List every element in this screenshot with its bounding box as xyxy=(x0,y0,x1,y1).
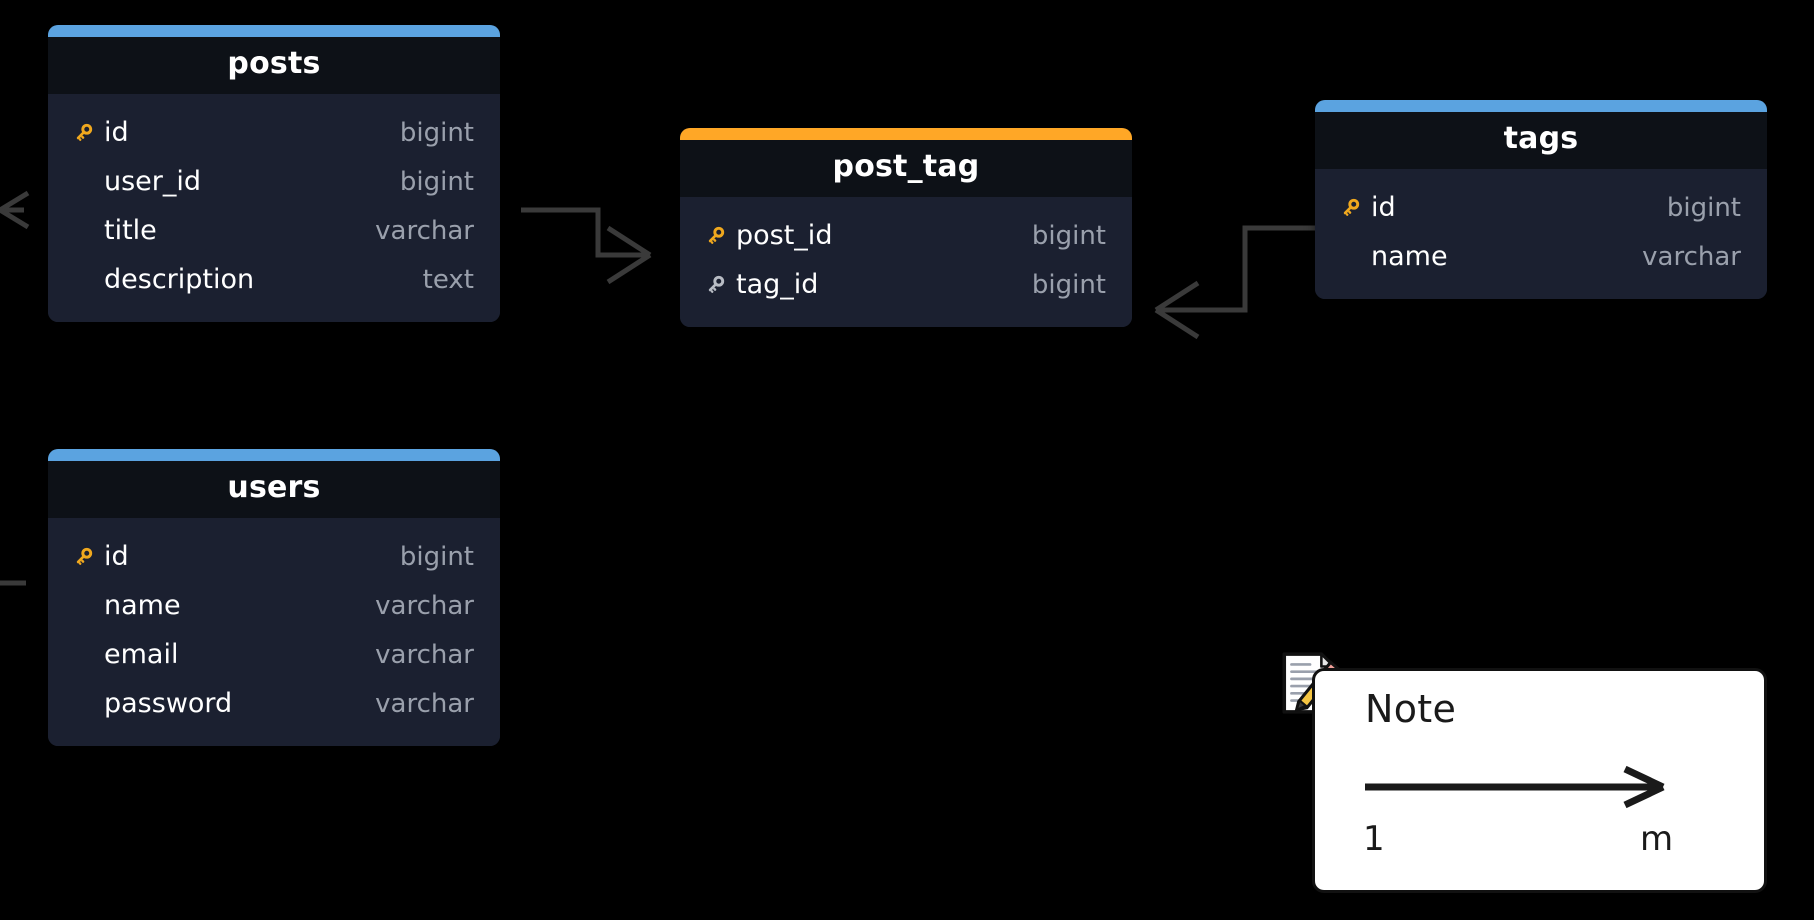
field-type: text xyxy=(422,264,474,295)
field-type: bigint xyxy=(1031,220,1106,251)
field-row[interactable]: id bigint xyxy=(48,532,500,581)
field-name: tag_id xyxy=(736,269,819,300)
relationship-legend-icon xyxy=(1365,765,1665,809)
primary-key-icon xyxy=(72,546,104,568)
field-row[interactable]: post_id bigint xyxy=(680,211,1132,260)
field-name: id xyxy=(104,117,129,148)
field-name: password xyxy=(104,688,233,719)
field-type: bigint xyxy=(1666,192,1741,223)
field-row[interactable]: email varchar xyxy=(48,630,500,679)
field-name: id xyxy=(1371,192,1396,223)
field-row[interactable]: name varchar xyxy=(1315,232,1767,281)
field-name: id xyxy=(104,541,129,572)
foreign-key-icon xyxy=(704,274,736,296)
field-type: varchar xyxy=(375,688,474,719)
note-title: Note xyxy=(1365,687,1457,731)
primary-key-icon xyxy=(72,122,104,144)
field-row[interactable]: password varchar xyxy=(48,679,500,728)
field-row[interactable]: id bigint xyxy=(1315,183,1767,232)
note-cardinality-right: m xyxy=(1640,819,1674,859)
crowfoot-posts-post_tag-a xyxy=(606,225,652,258)
table-card-tags[interactable]: tags id bigint name varchar xyxy=(1315,100,1767,299)
table-fields: id bigint name varchar email varchar password v… xyxy=(48,518,500,746)
field-name: name xyxy=(104,590,181,621)
field-row[interactable]: user_id bigint xyxy=(48,157,500,206)
field-type: varchar xyxy=(375,639,474,670)
field-name: title xyxy=(104,215,157,246)
crowfoot-stub-posts-a xyxy=(0,190,30,213)
table-fields: id bigint user_id bigint title varchar descrip… xyxy=(48,94,500,322)
connector-posts-post_tag xyxy=(521,207,650,258)
field-row[interactable]: description text xyxy=(48,255,500,304)
table-title: tags xyxy=(1315,112,1767,169)
field-type: varchar xyxy=(375,215,474,246)
field-name: description xyxy=(104,264,255,295)
field-name: email xyxy=(104,639,179,670)
field-name: name xyxy=(1371,241,1448,272)
table-title: posts xyxy=(48,37,500,94)
field-type: varchar xyxy=(1642,241,1741,272)
primary-key-icon xyxy=(1339,197,1371,219)
primary-key-icon xyxy=(704,225,736,247)
table-title: post_tag xyxy=(680,140,1132,197)
field-row[interactable]: tag_id bigint xyxy=(680,260,1132,309)
field-row[interactable]: title varchar xyxy=(48,206,500,255)
crowfoot-post_tag-tags-c xyxy=(1154,307,1200,340)
field-row[interactable]: id bigint xyxy=(48,108,500,157)
table-accent-bar xyxy=(680,128,1132,140)
field-name: post_id xyxy=(736,220,833,251)
field-type: bigint xyxy=(399,117,474,148)
table-title: users xyxy=(48,461,500,518)
connector-post_tag-tags xyxy=(1156,225,1315,313)
crowfoot-posts-post_tag-c xyxy=(606,252,652,285)
table-accent-bar xyxy=(48,449,500,461)
crowfoot-post_tag-tags-a xyxy=(1154,280,1200,313)
field-row[interactable]: name varchar xyxy=(48,581,500,630)
table-fields: id bigint name varchar xyxy=(1315,169,1767,299)
table-accent-bar xyxy=(1315,100,1767,112)
table-card-posts[interactable]: posts id bigint user_id bigint title varchar de… xyxy=(48,25,500,322)
field-name: user_id xyxy=(104,166,202,197)
field-type: bigint xyxy=(399,166,474,197)
field-type: varchar xyxy=(375,590,474,621)
table-accent-bar xyxy=(48,25,500,37)
crowfoot-stub-posts-b xyxy=(0,207,30,230)
field-type: bigint xyxy=(399,541,474,572)
field-type: bigint xyxy=(1031,269,1106,300)
legend-note[interactable]: Note 1 m xyxy=(1312,668,1767,893)
note-cardinality-left: 1 xyxy=(1363,819,1385,859)
